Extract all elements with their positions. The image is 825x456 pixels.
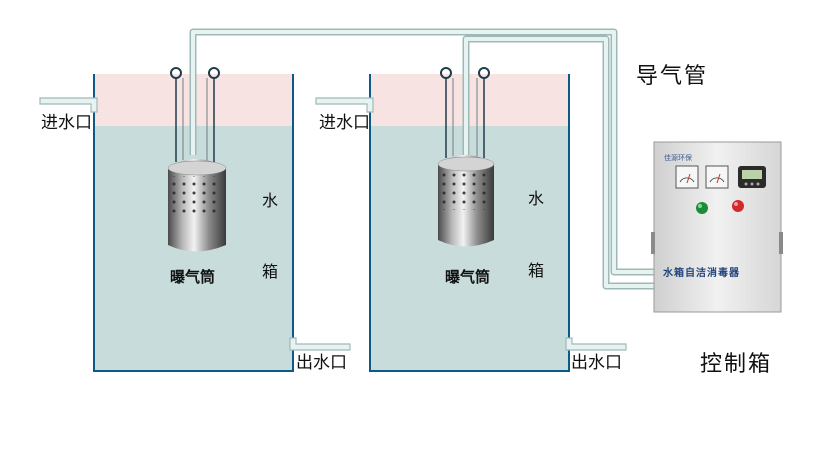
air-pipe-label: 导气管: [636, 64, 709, 89]
tank-label-char1: 水: [528, 189, 545, 208]
control-box: 佳源环保 水箱自洁消毒器: [651, 141, 783, 313]
tank-label-char1: 水: [262, 191, 279, 210]
aerator-label-1: 曝气筒: [170, 268, 216, 286]
start-button-icon: [696, 202, 708, 214]
inlet-label-1: 进水口: [41, 113, 92, 133]
tank-wall: [93, 74, 294, 372]
air-pipe-1: [189, 28, 655, 276]
air-pipe-2: [462, 35, 655, 290]
outlet-pipe-1: [289, 337, 351, 351]
aerator-label-2: 曝气筒: [445, 268, 491, 286]
control-box-label: 控制箱: [700, 352, 773, 377]
stop-button-icon: [732, 200, 744, 212]
tank-label-char2: 箱: [528, 261, 545, 280]
gauge-icon: [705, 165, 729, 189]
tank-wall: [369, 74, 570, 372]
gauge-icon: [675, 165, 699, 189]
aerator-cylinder-1: [167, 67, 227, 252]
aerator-cylinder-2: [437, 67, 495, 247]
panel-text: 水箱自洁消毒器: [662, 266, 740, 279]
inlet-pipe-1: [39, 97, 98, 113]
timer-icon: [738, 166, 766, 188]
tank-label-char2: 箱: [262, 262, 279, 281]
inlet-pipe-2: [315, 97, 374, 113]
panel-brand: 佳源环保: [664, 153, 692, 162]
inlet-label-2: 进水口: [319, 113, 370, 133]
outlet-label-1: 出水口: [296, 353, 347, 373]
outlet-pipe-2: [565, 337, 627, 351]
outlet-label-2: 出水口: [571, 353, 622, 373]
